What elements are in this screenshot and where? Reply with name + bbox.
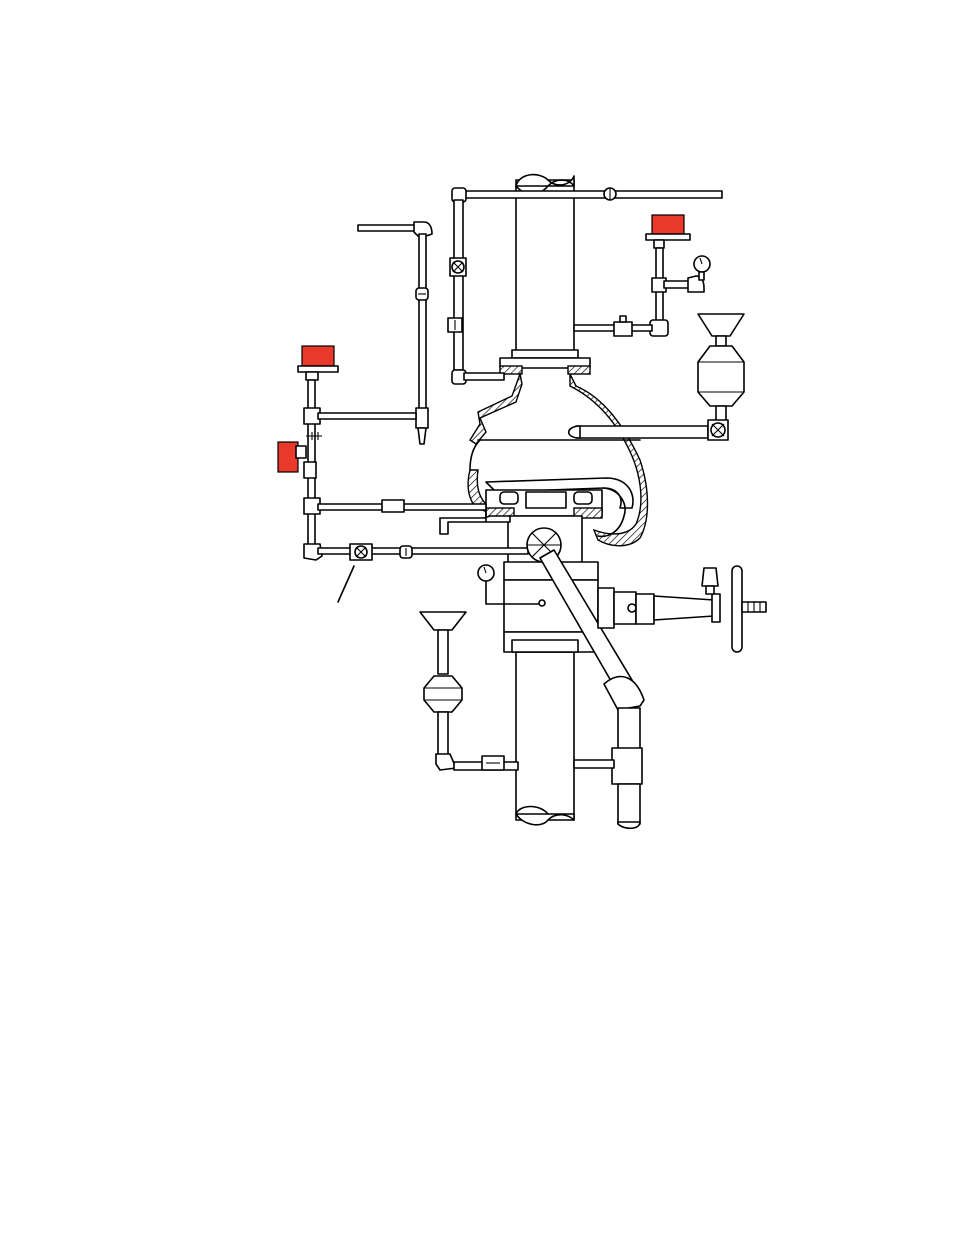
riser-pipe-upper (516, 175, 574, 358)
upper-flange (500, 350, 590, 374)
main-drain-elbow (574, 677, 644, 829)
left-vent-line (358, 222, 432, 444)
retard-chamber-drain (569, 420, 728, 440)
water-motor-alarm-gong-left (298, 346, 338, 380)
alarm-line-right (574, 248, 704, 336)
water-motor-alarm-gong-top (646, 215, 690, 248)
retarding-chamber (698, 346, 744, 422)
riser-pipe-lower (516, 652, 574, 825)
drip-funnel-lower (420, 612, 466, 674)
strainer (424, 676, 518, 770)
drip-funnel-upper (698, 314, 744, 346)
gate-valve-handwheel (598, 566, 766, 652)
